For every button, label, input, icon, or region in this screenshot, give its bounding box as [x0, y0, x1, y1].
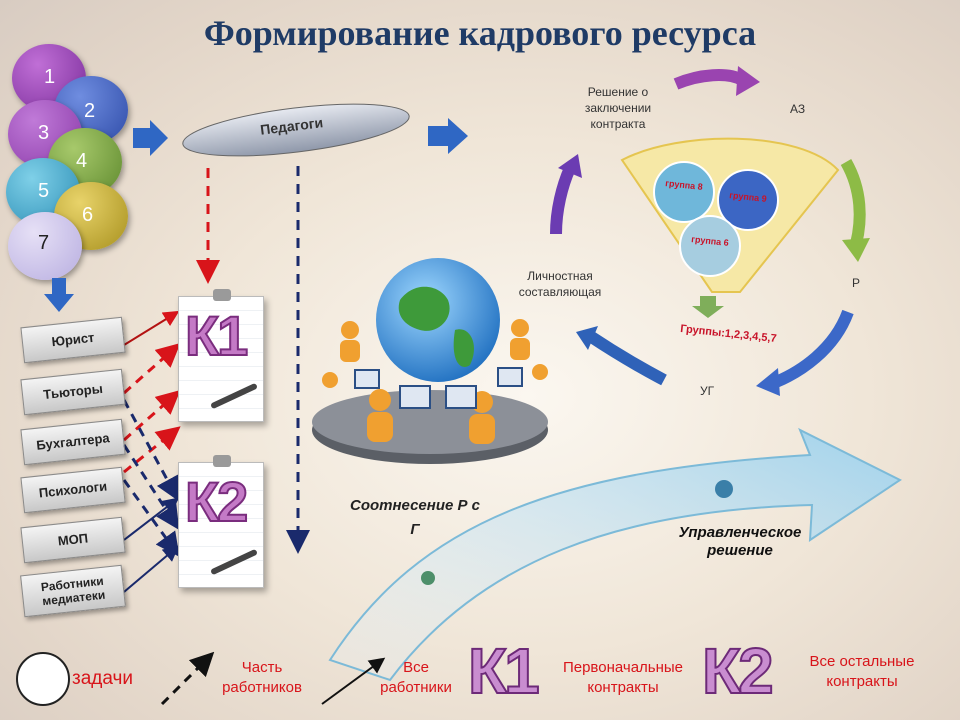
- cycle-arrow-top: [673, 69, 745, 90]
- legend-initial-contracts: Первоначальные контракты: [562, 659, 684, 696]
- group-circle-9: [717, 169, 779, 231]
- r-label: Р: [852, 276, 861, 290]
- arrow-dot-2: [715, 480, 733, 498]
- arrow-psych-k2: [122, 479, 180, 557]
- task-circle-icon: [16, 652, 70, 706]
- cycle-arrow-right: [840, 159, 866, 246]
- clip-icon: [213, 289, 231, 301]
- arrow-accountants-k2: [122, 444, 180, 531]
- cycle-arrow-left: [550, 165, 576, 235]
- circle-7: 7: [8, 212, 82, 280]
- management-decision-label: Управленческое решение: [678, 524, 802, 559]
- legend-tasks: задачи: [72, 668, 134, 689]
- legend-all-workers: Все работники: [380, 659, 452, 696]
- legend-solid-arrow: [321, 657, 386, 705]
- arrow-accountants-k1: [123, 390, 181, 442]
- legend-k1: К1: [467, 634, 541, 708]
- arrow-dot-1: [421, 571, 435, 585]
- cycle-arrow-bottom-left: [586, 331, 667, 386]
- az-label: АЗ: [790, 102, 806, 116]
- globe-continents: [398, 286, 475, 367]
- block-arrow-right-2: [428, 118, 468, 154]
- k1-note-label: К1: [184, 303, 249, 368]
- decision-label: Решение о заключении контракта: [584, 85, 652, 131]
- clip-icon: [213, 455, 231, 467]
- group-circle-6: [679, 215, 741, 277]
- big-curved-arrow: [328, 427, 902, 682]
- k2-note: К2: [178, 455, 264, 588]
- block-arrow-right-1: [133, 120, 168, 156]
- cycle-arrow-bottom-right: [773, 309, 854, 388]
- personal-component-label: Личностная составляющая: [518, 269, 602, 299]
- pen-icon: [210, 548, 258, 576]
- page-title: Формирование кадрового ресурса: [203, 13, 757, 53]
- group-circle-8: [653, 161, 715, 223]
- arrow-lawyer-k1: [123, 310, 180, 346]
- block-arrow-down: [44, 278, 74, 312]
- legend-part-workers: Часть работников: [222, 659, 302, 696]
- legend-dashed-arrow: [160, 651, 215, 706]
- arrow-psych-k1: [123, 426, 181, 474]
- people-figures: [322, 319, 548, 444]
- k1-note: К1: [178, 289, 264, 422]
- pen-icon: [210, 382, 258, 410]
- arrow-tutors-k1: [123, 343, 181, 395]
- arrow-tutors-k2: [122, 399, 179, 502]
- pedagogues-ellipse: [182, 103, 410, 157]
- ug-label: УГ: [700, 384, 715, 398]
- arrow-media-k2: [123, 545, 180, 593]
- legend-k2: К2: [701, 634, 775, 708]
- arrow-mop-k2: [123, 497, 180, 541]
- k2-note-label: К2: [184, 469, 249, 534]
- funnel-down-arrow: [692, 296, 724, 318]
- correlation-label: Соотнесение Р с Г: [350, 497, 481, 538]
- laptops: [354, 367, 523, 409]
- legend-other-contracts: Все остальные контракты: [809, 653, 915, 690]
